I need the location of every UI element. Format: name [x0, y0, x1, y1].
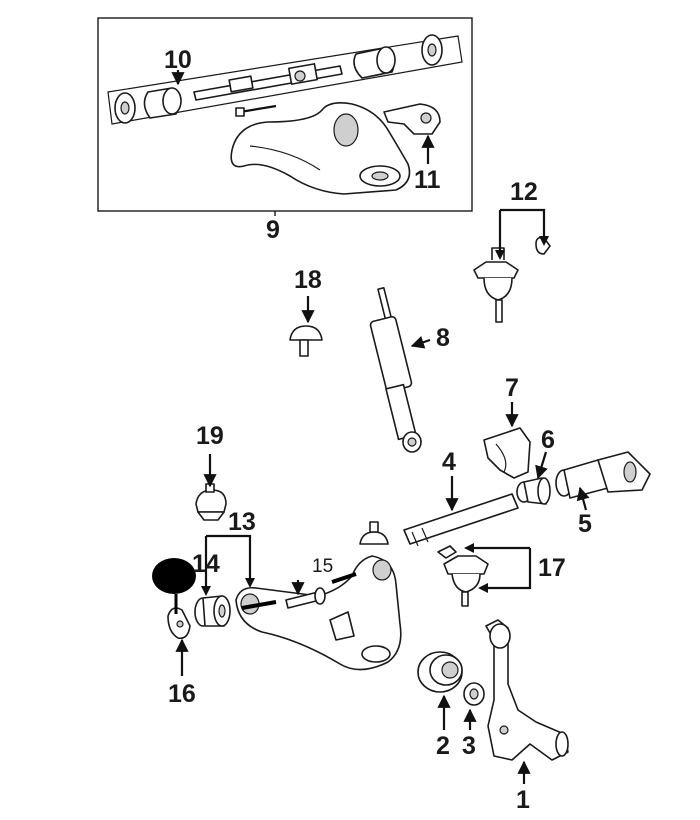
callout-13: 13 [228, 508, 256, 536]
callout-19: 19 [196, 422, 224, 450]
shock-absorber [369, 286, 422, 453]
dust-cover [483, 427, 531, 479]
leader-lines [171, 70, 590, 784]
callout-18: 18 [294, 266, 322, 294]
callout-10: 10 [164, 46, 192, 74]
upper-arm-kit-box [97, 17, 473, 216]
callout-16: 16 [168, 680, 196, 708]
cam-bolt [285, 587, 326, 609]
callout-11: 11 [414, 166, 441, 194]
callout-15: 15 [312, 556, 333, 577]
highlight-line-left [241, 600, 277, 610]
callout-9: 9 [266, 216, 280, 244]
callout-1: 1 [516, 786, 530, 814]
lower-ball-joint [437, 545, 489, 607]
bump-stop [289, 325, 323, 357]
upper-control-arm [230, 102, 411, 195]
highlight-marker-dot [152, 558, 196, 594]
callout-3: 3 [462, 732, 476, 760]
callout-7: 7 [505, 374, 519, 402]
upper-ball-joint [473, 236, 551, 323]
callout-4: 4 [442, 448, 456, 476]
highlight-overlay [152, 558, 357, 614]
outer-joint [555, 451, 651, 499]
upper-arm-shaft-assembly [107, 34, 463, 125]
callout-8: 8 [436, 324, 450, 352]
callout-2: 2 [436, 732, 450, 760]
callout-17: 17 [538, 554, 566, 582]
callout-6: 6 [541, 426, 555, 454]
cam-washer [167, 607, 191, 640]
callout-14: 14 [192, 550, 220, 578]
callout-labels: 10 11 9 12 18 8 7 19 6 4 5 13 14 15 17 1… [164, 46, 592, 814]
callout-5: 5 [578, 510, 592, 538]
lower-control-arm [235, 521, 402, 671]
lower-arm-bushing [194, 595, 231, 627]
steering-knuckle [485, 619, 569, 761]
highlight-line-right [331, 572, 357, 584]
axle-boot [516, 477, 551, 505]
hub-bearing [463, 682, 485, 706]
rubber-mount [195, 483, 227, 521]
callout-12: 12 [510, 178, 538, 206]
axle-shaft [403, 493, 519, 547]
hub-seal [417, 651, 463, 693]
upper-arm-bracket [383, 103, 441, 135]
